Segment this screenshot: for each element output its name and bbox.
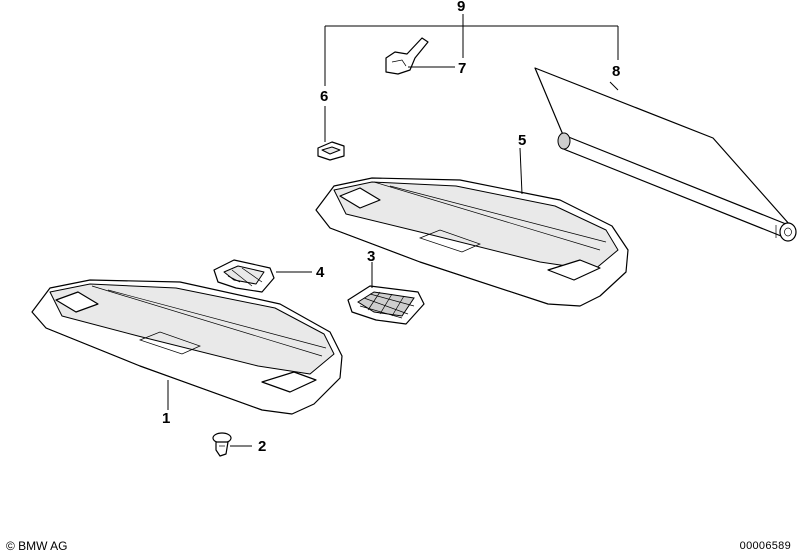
clip-part-7: [385, 37, 455, 75]
copyright-text: © BMW AG: [6, 539, 68, 553]
callout-5: 5: [518, 132, 526, 149]
callout-8: 8: [612, 63, 620, 80]
callout-9: 9: [457, 0, 465, 15]
callout-7: 7: [458, 60, 466, 77]
bracket-part-6: [317, 106, 345, 161]
callout-3: 3: [367, 248, 375, 265]
callout-2: 2: [258, 438, 266, 455]
cover-part-4: [213, 259, 312, 293]
rear-shelf-upper: [315, 147, 629, 307]
callout-4: 4: [316, 264, 325, 281]
rear-shelf-lower: [31, 279, 343, 415]
mesh-cover-part-3: [347, 262, 425, 325]
group-bracket-9: [324, 14, 619, 86]
document-number: 00006589: [739, 540, 791, 552]
roller-blind-part: [534, 67, 797, 242]
callout-6: 6: [320, 88, 328, 105]
callout-1: 1: [162, 410, 170, 427]
push-clip-part-2: [212, 432, 252, 457]
